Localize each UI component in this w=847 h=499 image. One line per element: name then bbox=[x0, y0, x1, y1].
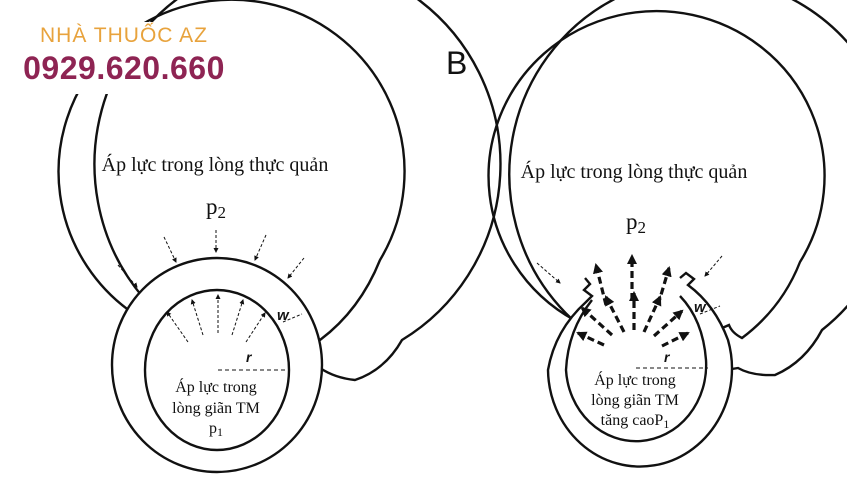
esophagus-lumen-a bbox=[57, 0, 406, 345]
r-label-a: r bbox=[246, 349, 253, 365]
panel-a: Áp lực trong lòng thực quản p2 w r Áp lự… bbox=[57, 0, 502, 474]
pharmacy-phone: 0929.620.660 bbox=[23, 50, 225, 86]
vein-pressure-line2-a: lòng giãn TM bbox=[172, 400, 260, 417]
esophagus-outer-wall-b bbox=[508, 0, 847, 377]
varix-outer-a bbox=[110, 256, 324, 474]
panel-b: B Áp lực trong lòng thực quản p2 bbox=[446, 0, 847, 468]
vein-pressure-line3-b: tăng caoP1 bbox=[601, 412, 670, 431]
p2-label-b: p2 bbox=[626, 209, 646, 237]
w-label-a: w bbox=[277, 307, 290, 324]
esophagus-outer-wall-a bbox=[93, 0, 502, 382]
p2-label-a: p2 bbox=[206, 194, 226, 222]
panel-b-letter: B bbox=[446, 45, 467, 81]
outward-arrows-a bbox=[166, 294, 266, 343]
inward-arrows-b bbox=[536, 255, 723, 284]
r-label-b: r bbox=[664, 349, 671, 365]
vein-pressure-line1-b: Áp lực trong bbox=[594, 370, 676, 389]
vein-pressure-line1-a: Áp lực trong bbox=[175, 377, 257, 396]
varix-lumen-b bbox=[564, 295, 708, 443]
esophagus-pressure-label-a: Áp lực trong lòng thực quản bbox=[102, 153, 329, 176]
inward-arrows-a bbox=[117, 230, 305, 288]
rupture-arrows-b bbox=[576, 253, 690, 348]
vein-pressure-line2-b: lòng giãn TM bbox=[591, 392, 679, 409]
esophagus-pressure-label-b: Áp lực trong lòng thực quản bbox=[521, 160, 748, 183]
pharmacy-name: NHÀ THUỐC AZ bbox=[40, 24, 208, 47]
esophagus-lumen-b bbox=[487, 9, 826, 343]
p1-label-a: p1 bbox=[209, 420, 223, 439]
w-label-b: w bbox=[694, 299, 707, 316]
pharmacy-watermark: NHÀ THUỐC AZ 0929.620.660 bbox=[0, 22, 248, 94]
